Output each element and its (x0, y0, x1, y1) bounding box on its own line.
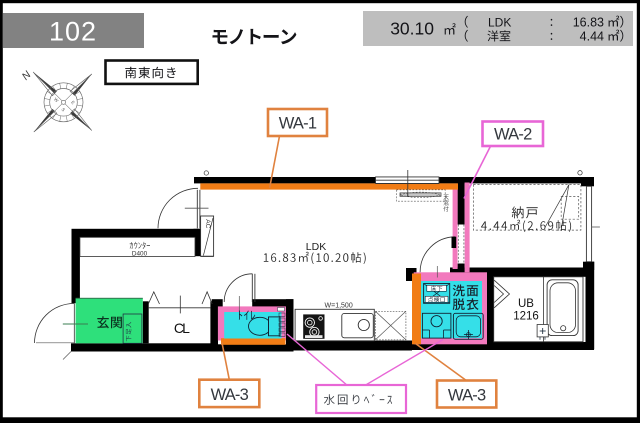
svg-text:LDK: LDK (306, 241, 326, 253)
svg-text:4.44: 4.44 (580, 30, 604, 44)
svg-text:W: W (53, 97, 60, 104)
svg-text:WA-1: WA-1 (279, 115, 317, 133)
svg-text:102: 102 (49, 17, 97, 47)
svg-text:S: S (60, 107, 66, 113)
svg-text:WA-2: WA-2 (494, 126, 532, 144)
svg-text:AC: AC (204, 219, 211, 228)
svg-text:D400: D400 (132, 251, 148, 258)
svg-text:16.83: 16.83 (573, 16, 604, 30)
svg-text:UB: UB (518, 298, 534, 310)
svg-text:WA-3: WA-3 (448, 387, 486, 405)
svg-text:LDK: LDK (488, 16, 511, 30)
svg-text:1216: 1216 (513, 310, 539, 322)
svg-text:W=1,500: W=1,500 (325, 302, 353, 309)
svg-text:WA-3: WA-3 (211, 386, 249, 404)
svg-text:30.10: 30.10 (390, 19, 434, 39)
svg-text:CL: CL (174, 320, 190, 336)
svg-text:E: E (70, 100, 76, 106)
